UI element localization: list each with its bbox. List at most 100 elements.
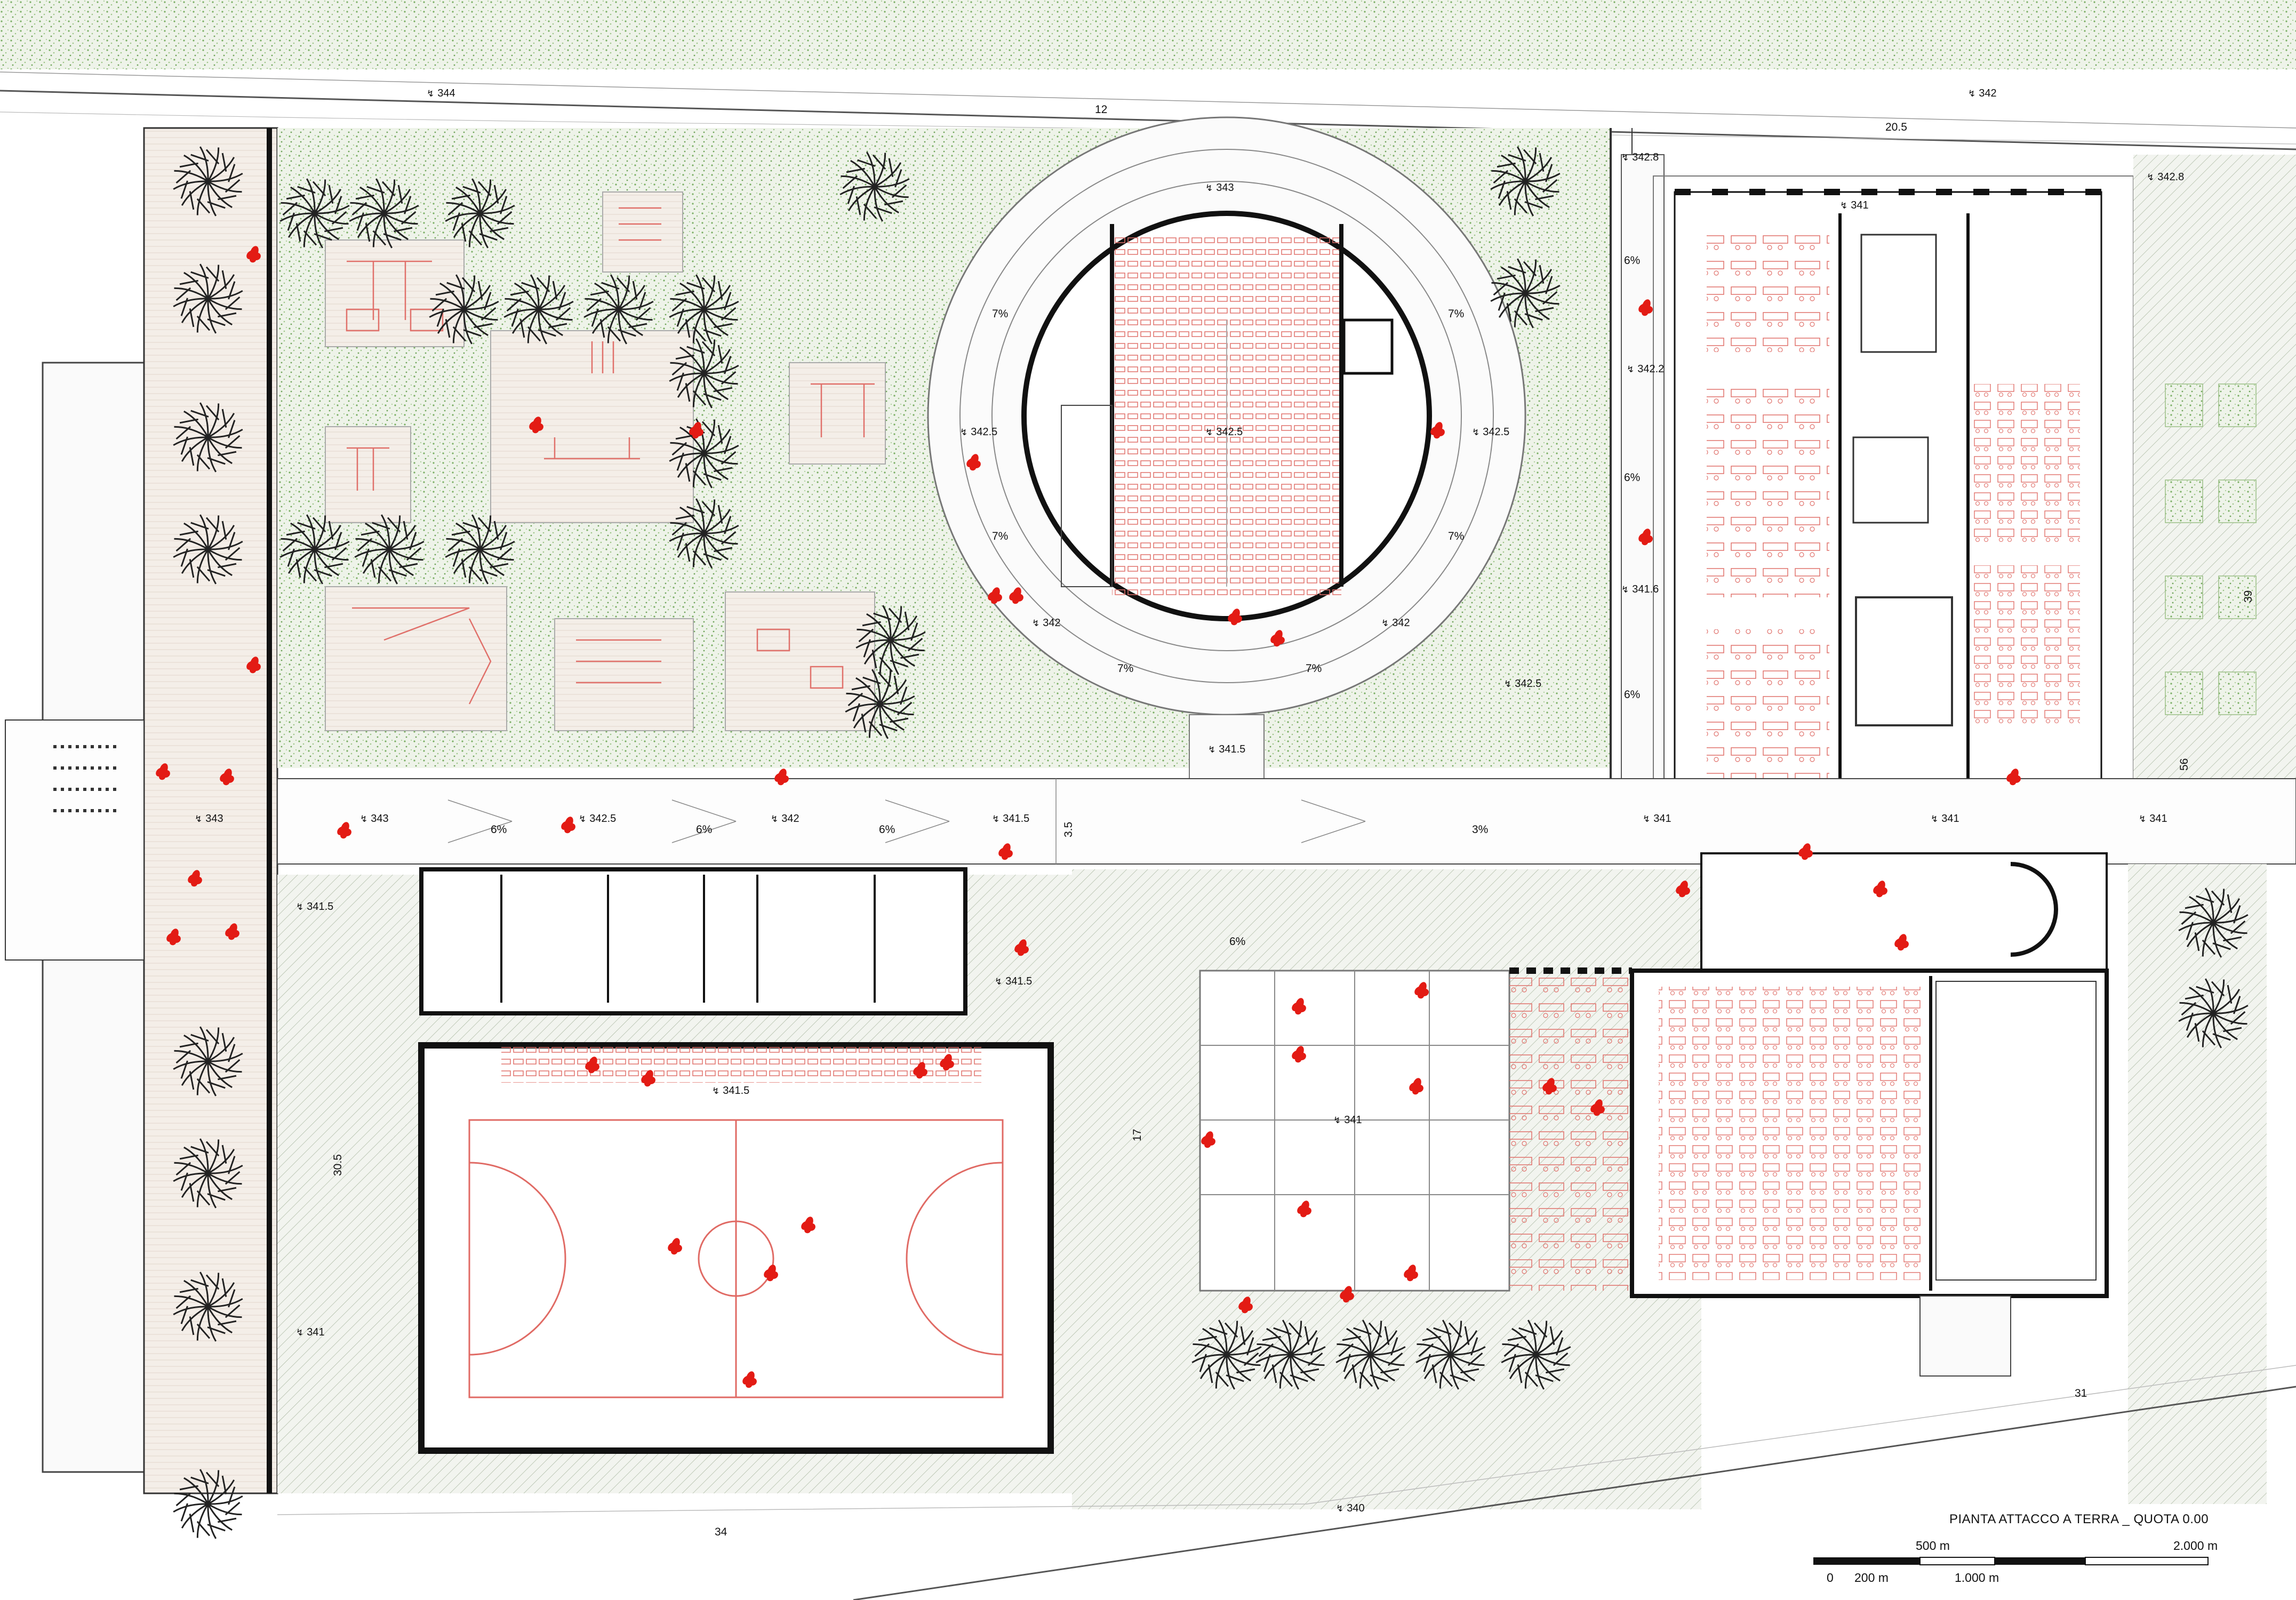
- scale-label-500m: 500 m: [1916, 1539, 1950, 1553]
- scale-label-2000m: 2.000 m: [2173, 1539, 2218, 1553]
- tree-icon: [845, 669, 915, 739]
- tree-icon: [279, 514, 350, 585]
- person-figure-icon: [998, 843, 1013, 860]
- tree-icon: [173, 1469, 243, 1539]
- person-figure-icon: [742, 1371, 757, 1388]
- slope-mark: 6%: [879, 823, 895, 836]
- slope-mark: 7%: [1306, 662, 1322, 675]
- elevation-mark: 341: [296, 1327, 324, 1338]
- person-figure-icon: [988, 587, 1002, 604]
- tree-icon: [1335, 1319, 1406, 1390]
- person-figure-icon: [529, 417, 543, 434]
- scale-label-200m: 200 m: [1854, 1571, 1889, 1585]
- elevation-mark: 341.5: [1208, 744, 1245, 755]
- tree-icon: [503, 274, 574, 345]
- elevation-mark: 341: [1643, 813, 1671, 824]
- tree-icon: [173, 1026, 243, 1097]
- tree-icon: [669, 498, 739, 569]
- slope-mark: 6%: [491, 823, 507, 836]
- elevation-mark: 343: [195, 813, 223, 824]
- elevation-mark: 342.8: [2147, 172, 2184, 182]
- elevation-mark: 343: [360, 813, 388, 824]
- person-figure-icon: [764, 1265, 778, 1282]
- elevation-mark: 341: [1840, 200, 1868, 211]
- tree-icon: [1255, 1319, 1326, 1390]
- person-figure-icon: [561, 817, 575, 834]
- scale-label-0: 0: [1827, 1571, 1834, 1585]
- elevation-mark: 342.5: [1205, 427, 1243, 437]
- person-figure-icon: [966, 454, 981, 471]
- person-figure-icon: [913, 1062, 927, 1079]
- person-figure-icon: [188, 870, 202, 887]
- person-figure-icon: [1228, 609, 1242, 626]
- tree-icon: [1415, 1319, 1486, 1390]
- tree-icon: [1490, 258, 1561, 329]
- dimension-label: 39: [2242, 590, 2254, 603]
- slope-mark: 7%: [1448, 530, 1465, 542]
- person-figure-icon: [1894, 934, 1909, 951]
- round-arena-building: [927, 116, 1526, 801]
- person-figure-icon: [1873, 881, 1887, 898]
- dimension-label: 20.5: [1885, 121, 1907, 133]
- northern-green-strip: [0, 0, 2296, 69]
- tree-icon: [354, 514, 425, 585]
- person-figure-icon: [1009, 587, 1023, 604]
- dimension-label: 31: [2075, 1387, 2087, 1399]
- east-lower-lawn: [2128, 864, 2267, 1504]
- tree-icon: [173, 402, 243, 473]
- school-building: [1653, 175, 2134, 833]
- person-figure-icon: [1638, 299, 1653, 316]
- northern-road-edge: [0, 90, 2296, 150]
- slope-mark: 7%: [992, 308, 1009, 320]
- person-figure-icon: [1676, 881, 1690, 898]
- person-figure-icon: [225, 923, 239, 940]
- elevation-mark: 342: [1381, 618, 1410, 628]
- tree-icon: [173, 146, 243, 217]
- west-parking-strip: [5, 127, 278, 1494]
- elevation-mark: 341.5: [992, 813, 1029, 824]
- person-figure-icon: [1638, 529, 1653, 546]
- person-figure-icon: [940, 1054, 954, 1071]
- dimension-label: 3.5: [1062, 821, 1075, 837]
- tree-icon: [1501, 1319, 1571, 1390]
- elevation-mark: 342.5: [960, 427, 997, 437]
- gym-building: [418, 867, 1054, 1454]
- person-figure-icon: [2006, 769, 2021, 786]
- slope-mark: 6%: [1624, 254, 1641, 267]
- east-lawn: [2133, 155, 2296, 816]
- tree-icon: [429, 274, 499, 345]
- elevation-mark: 342.2: [1627, 364, 1664, 374]
- tree-icon: [855, 605, 926, 675]
- person-figure-icon: [1270, 630, 1285, 647]
- playground-equipment: [346, 207, 875, 705]
- elevation-mark: 342.5: [1472, 427, 1509, 437]
- person-figure-icon: [1292, 998, 1306, 1015]
- canteen-building: [1630, 852, 2109, 1377]
- southern-road-edge: [853, 1386, 2296, 1600]
- person-figure-icon: [668, 1238, 682, 1255]
- elevation-mark: 342: [1032, 618, 1060, 628]
- slope-mark: 7%: [992, 530, 1009, 542]
- person-figure-icon: [1430, 422, 1445, 439]
- person-figure-icon: [801, 1217, 815, 1234]
- elevation-mark: 341: [1333, 1115, 1362, 1125]
- tree-icon: [1191, 1319, 1262, 1390]
- elevation-mark: 341: [1931, 813, 1959, 824]
- person-figure-icon: [774, 769, 789, 786]
- playground-equipment-decks: [325, 191, 886, 731]
- person-figure-icon: [220, 769, 234, 786]
- elevation-mark: 341.5: [296, 901, 333, 912]
- tree-icon: [445, 178, 515, 249]
- dimension-label: 34: [715, 1526, 727, 1538]
- person-figure-icon: [1014, 939, 1029, 956]
- tree-icon: [839, 151, 910, 222]
- east-ramp: [1621, 154, 1665, 779]
- slope-mark: 6%: [696, 823, 713, 836]
- slope-mark: 6%: [1624, 689, 1641, 701]
- tree-icon: [669, 338, 739, 409]
- elevation-mark: 342.5: [1504, 678, 1541, 689]
- person-figure-icon: [1292, 1046, 1306, 1063]
- slope-mark: 7%: [1448, 308, 1465, 320]
- drawing-title: PIANTA ATTACCO A TERRA _ QUOTA 0.00: [1949, 1512, 2209, 1526]
